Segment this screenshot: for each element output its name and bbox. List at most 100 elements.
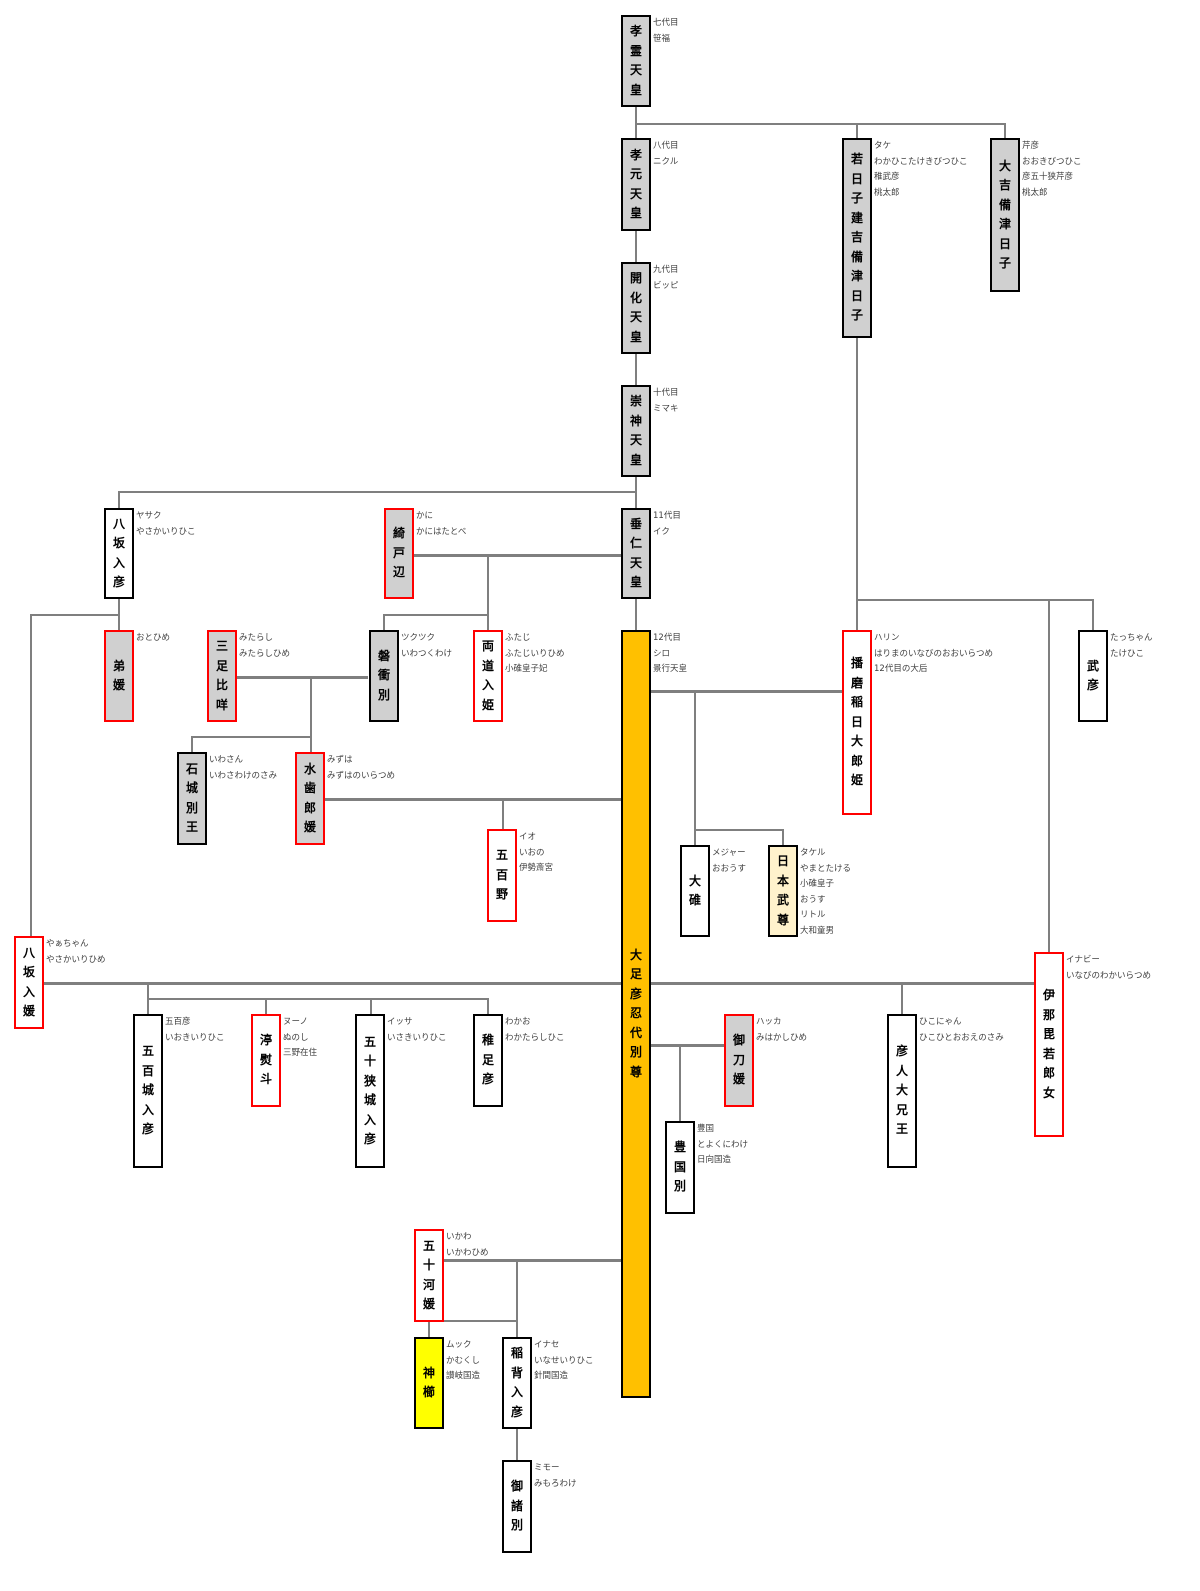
connector-line bbox=[487, 554, 489, 630]
person-note-line: ムック bbox=[446, 1340, 472, 1350]
person-box-ikawa: 五十河媛 bbox=[414, 1229, 444, 1322]
person-note-line: 12代目 bbox=[653, 633, 681, 643]
connector-line bbox=[635, 107, 637, 138]
person-box-kogen: 孝元天皇 bbox=[621, 138, 651, 231]
person-box-suinin: 垂仁天皇 bbox=[621, 508, 651, 599]
person-name: 三足比咩 bbox=[215, 639, 228, 712]
connector-line bbox=[502, 798, 504, 829]
person-note-line: ふたじいりひめ bbox=[505, 648, 565, 659]
connector-line bbox=[428, 1320, 430, 1337]
person-note-line: 小碓皇子 bbox=[800, 879, 835, 889]
connector-line bbox=[30, 614, 32, 936]
person-box-kamukushi: 神櫛 bbox=[414, 1337, 444, 1429]
person-box-nunoshi: 渟熨斗 bbox=[251, 1014, 281, 1107]
person-note-line: みたらしひめ bbox=[239, 648, 291, 659]
person-name: 神櫛 bbox=[422, 1365, 435, 1400]
person-notes: イッサいさきいりひこ bbox=[387, 1015, 447, 1046]
person-note-line: イオ bbox=[519, 832, 537, 842]
connector-line bbox=[118, 491, 120, 508]
person-note-line: 桃太郎 bbox=[874, 187, 900, 198]
connector-line bbox=[856, 338, 858, 630]
person-notes: イナビーいなびのわかいらつめ bbox=[1066, 953, 1151, 984]
person-note-line: ふたじ bbox=[505, 633, 531, 643]
person-notes: タケルやまとたける小碓皇子おうすリトル大和童男 bbox=[800, 846, 851, 939]
connector-line bbox=[325, 798, 621, 801]
person-note-line: 芹彦 bbox=[1022, 141, 1040, 151]
person-notes: イオいおの伊勢斎宮 bbox=[519, 830, 553, 877]
person-note-line: 日向国造 bbox=[697, 1155, 732, 1165]
person-name: 開化天皇 bbox=[629, 271, 642, 344]
connector-line bbox=[1004, 123, 1006, 138]
person-notes: 豊国とよくにわけ日向国造 bbox=[697, 1122, 748, 1169]
connector-line bbox=[370, 998, 372, 1014]
person-note-line: 三野在住 bbox=[283, 1048, 318, 1058]
person-box-inabi: 伊那毘若郎女 bbox=[1034, 952, 1064, 1137]
person-note-line: わかお bbox=[505, 1017, 531, 1027]
person-note-line: いわつくわけ bbox=[401, 648, 453, 659]
person-notes: 七代目笹福 bbox=[653, 16, 679, 47]
person-notes: ヤサクやさかいりひこ bbox=[136, 509, 196, 540]
person-note-line: かにはたとべ bbox=[416, 526, 467, 537]
connector-line bbox=[236, 676, 368, 679]
person-note-line: ぬのし bbox=[283, 1032, 309, 1043]
person-note-line: ツクツク bbox=[401, 633, 436, 643]
person-note-line: いわさわけのさみ bbox=[209, 770, 278, 781]
person-notes: みずはみずはのいらつめ bbox=[327, 753, 395, 784]
person-note-line: ミマキ bbox=[653, 403, 679, 414]
person-box-iwatsuku: 磐衝別 bbox=[369, 630, 399, 722]
person-notes: 五百彦いおきいりひこ bbox=[165, 1015, 225, 1046]
person-name: 稚足彦 bbox=[481, 1033, 494, 1087]
person-note-line: かむくし bbox=[446, 1355, 481, 1366]
person-note-line: 景行天皇 bbox=[653, 664, 688, 674]
connector-line bbox=[118, 491, 637, 493]
person-note-line: シロ bbox=[653, 648, 671, 659]
person-box-mitarashi: 三足比咩 bbox=[207, 630, 237, 722]
person-name: 磐衝別 bbox=[377, 648, 390, 702]
connector-line bbox=[650, 982, 1036, 985]
person-notes: 芹彦おおきびつひこ彦五十狭芹彦桃太郎 bbox=[1022, 139, 1082, 201]
person-note-line: おおうす bbox=[712, 863, 747, 874]
person-box-sujin: 崇神天皇 bbox=[621, 385, 651, 477]
person-notes: ひこにゃんひこひとおおえのさみ bbox=[919, 1015, 1004, 1046]
person-note-line: 豊国 bbox=[697, 1124, 715, 1134]
connector-line bbox=[443, 1259, 621, 1262]
person-notes: 11代目イク bbox=[653, 509, 681, 540]
person-box-wakahiko: 若日子建吉備津日子 bbox=[842, 138, 872, 338]
person-name: 八坂入彦 bbox=[112, 516, 125, 590]
person-name: 五十河媛 bbox=[422, 1238, 435, 1312]
person-note-line: いおきいりひこ bbox=[165, 1032, 225, 1043]
person-name: 垂仁天皇 bbox=[629, 516, 642, 590]
connector-line bbox=[516, 1259, 518, 1337]
connector-line bbox=[694, 690, 696, 845]
person-note-line: ハリン bbox=[874, 633, 900, 643]
person-note-line: いさきいりひこ bbox=[387, 1032, 447, 1043]
person-note-line: わかひこたけきびつひこ bbox=[874, 156, 968, 167]
person-note-line: 大和童男 bbox=[800, 925, 835, 936]
person-name: 御諸別 bbox=[510, 1479, 523, 1533]
person-box-mizuha: 水歯郎媛 bbox=[295, 752, 325, 845]
person-box-iokiirihiko: 五百城入彦 bbox=[133, 1014, 163, 1168]
person-notes: 十代目ミマキ bbox=[653, 386, 679, 417]
person-name: 綺戸辺 bbox=[392, 526, 405, 580]
connector-line bbox=[30, 614, 120, 616]
person-name: 孝元天皇 bbox=[629, 147, 642, 221]
person-note-line: 彦五十狭芹彦 bbox=[1022, 172, 1074, 182]
person-name: 御刀媛 bbox=[732, 1033, 745, 1087]
person-note-line: 十代目 bbox=[653, 388, 679, 398]
person-name: 大碓 bbox=[688, 873, 701, 908]
person-box-keiko: 大足彦忍代別尊 bbox=[621, 630, 651, 1398]
connector-line bbox=[679, 1044, 681, 1121]
connector-line bbox=[191, 736, 193, 752]
person-name: 豊国別 bbox=[673, 1140, 686, 1194]
person-notes: 12代目シロ景行天皇 bbox=[653, 631, 687, 678]
person-name: 大足彦忍代別尊 bbox=[629, 947, 642, 1079]
person-note-line: やぁちゃん bbox=[46, 939, 89, 949]
person-note-line: いかわ bbox=[446, 1232, 472, 1242]
connector-line bbox=[635, 354, 637, 385]
person-note-line: イク bbox=[653, 526, 670, 537]
connector-line bbox=[265, 998, 267, 1014]
person-note-line: みもろわけ bbox=[534, 1478, 577, 1489]
connector-line bbox=[650, 690, 844, 693]
person-name: 水歯郎媛 bbox=[303, 761, 316, 835]
person-note-line: 針間国造 bbox=[534, 1371, 569, 1381]
